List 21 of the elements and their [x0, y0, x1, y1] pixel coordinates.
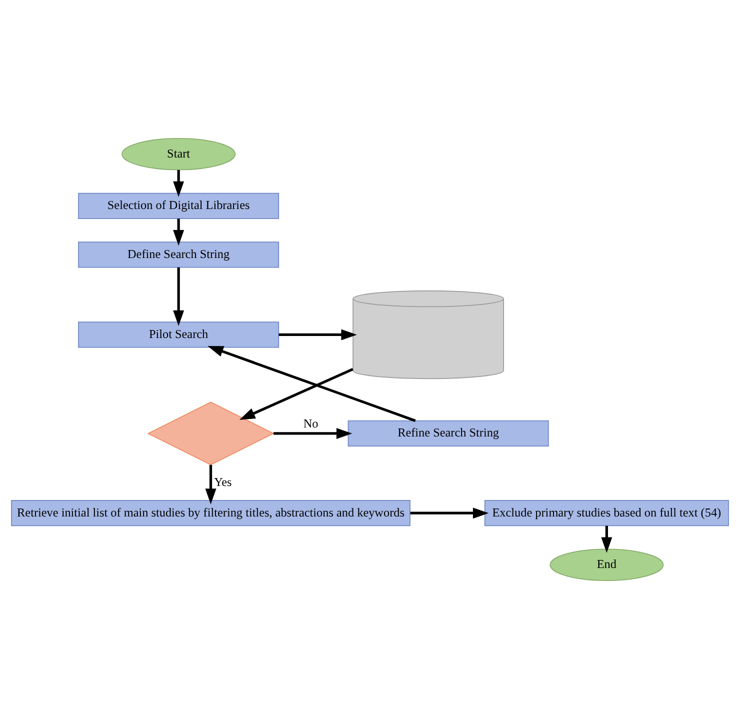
node-box: Refine Search String	[348, 420, 549, 446]
arrow	[173, 170, 184, 197]
arrow	[410, 507, 489, 518]
arrow	[278, 328, 357, 340]
arrow	[273, 427, 352, 438]
arrow	[173, 266, 184, 326]
arrow	[239, 368, 354, 420]
node-box: Retrieve initial list of main studies by filtering titles, abstractions and keywords	[11, 500, 410, 526]
arrow	[208, 346, 416, 422]
node-box: Define Search String	[78, 241, 280, 268]
node-ellipse: Start	[122, 138, 236, 170]
node-box: Pilot Search	[78, 321, 280, 348]
node-ellipse: End	[550, 548, 664, 580]
edge-label: Yes	[214, 474, 232, 488]
node-box: Selection of Digital Libraries	[78, 192, 280, 218]
node-diamond	[147, 401, 274, 465]
arrow	[173, 218, 184, 246]
node-box: Exclude primary studies based on full text (54)	[484, 500, 729, 526]
edge-label: No	[303, 416, 318, 430]
arrow	[205, 464, 216, 504]
arrow	[601, 525, 612, 552]
